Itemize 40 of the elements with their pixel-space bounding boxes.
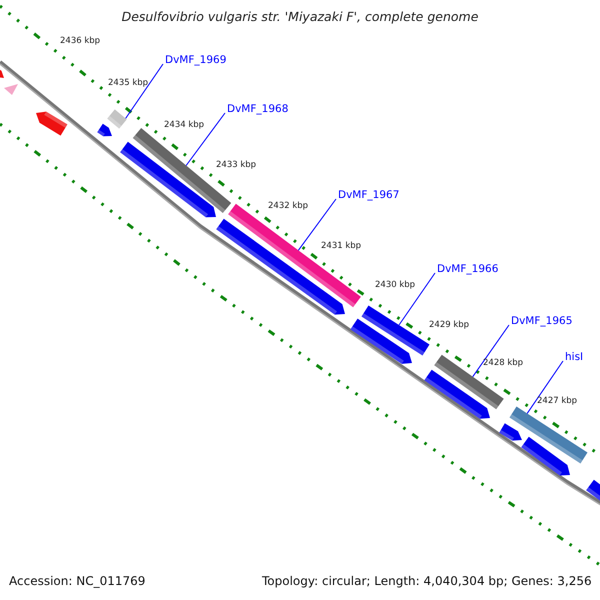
leader-line bbox=[398, 272, 436, 326]
leader-line bbox=[298, 198, 336, 251]
gene-bar bbox=[120, 142, 216, 218]
leader-line bbox=[125, 64, 164, 119]
gene-label: DvMF_1967 bbox=[338, 190, 400, 200]
gene-label: hisI bbox=[565, 352, 584, 362]
leader-line bbox=[526, 360, 564, 414]
gene-bar bbox=[97, 124, 112, 136]
gene-bar bbox=[424, 370, 490, 419]
gene-bar bbox=[499, 423, 522, 441]
gene-label: DvMF_1965 bbox=[511, 316, 572, 326]
title: Desulfovibrio vulgaris str. 'Miyazaki F', complete genome bbox=[120, 9, 480, 24]
gene-bar bbox=[216, 218, 345, 315]
tick-label: 2434 kbp bbox=[164, 121, 204, 130]
gene-label: DvMF_1968 bbox=[227, 104, 288, 114]
tick-label: 2436 kbp bbox=[60, 37, 100, 46]
gene-bar bbox=[434, 354, 504, 410]
footer-text: Topology: circular; Length: 4,040,304 bp; Genes: 3,256 bbox=[262, 574, 592, 588]
gene-bar bbox=[362, 306, 430, 356]
tick-label: 2428 kbp bbox=[483, 359, 524, 368]
tick-label: 2431 kbp bbox=[321, 242, 362, 250]
gene-label: DvMF_1969 bbox=[165, 55, 226, 66]
gene-triangle bbox=[4, 84, 18, 95]
gene-bar bbox=[228, 204, 361, 308]
leader-line bbox=[472, 324, 510, 378]
tick-label: 2433 kbp bbox=[216, 161, 256, 170]
gene-bar bbox=[107, 109, 127, 129]
gene-bar bbox=[350, 318, 412, 364]
gene-bar bbox=[586, 480, 600, 502]
tick-label: 2432 kbp bbox=[268, 202, 308, 210]
tick-label: 2430 kbp bbox=[375, 281, 416, 290]
leader-line bbox=[186, 112, 226, 166]
tick-label: 2427 kbp bbox=[537, 397, 578, 406]
gene-bar bbox=[521, 436, 570, 476]
gene-bar bbox=[510, 406, 588, 464]
tick-label: 2429 kbp bbox=[429, 321, 470, 330]
gene-bar bbox=[36, 112, 68, 136]
tick-label: 2435 kbp bbox=[108, 79, 148, 88]
gene-label: DvMF_1966 bbox=[437, 264, 498, 274]
footer-text: Accession: NC_011769 bbox=[9, 574, 146, 588]
